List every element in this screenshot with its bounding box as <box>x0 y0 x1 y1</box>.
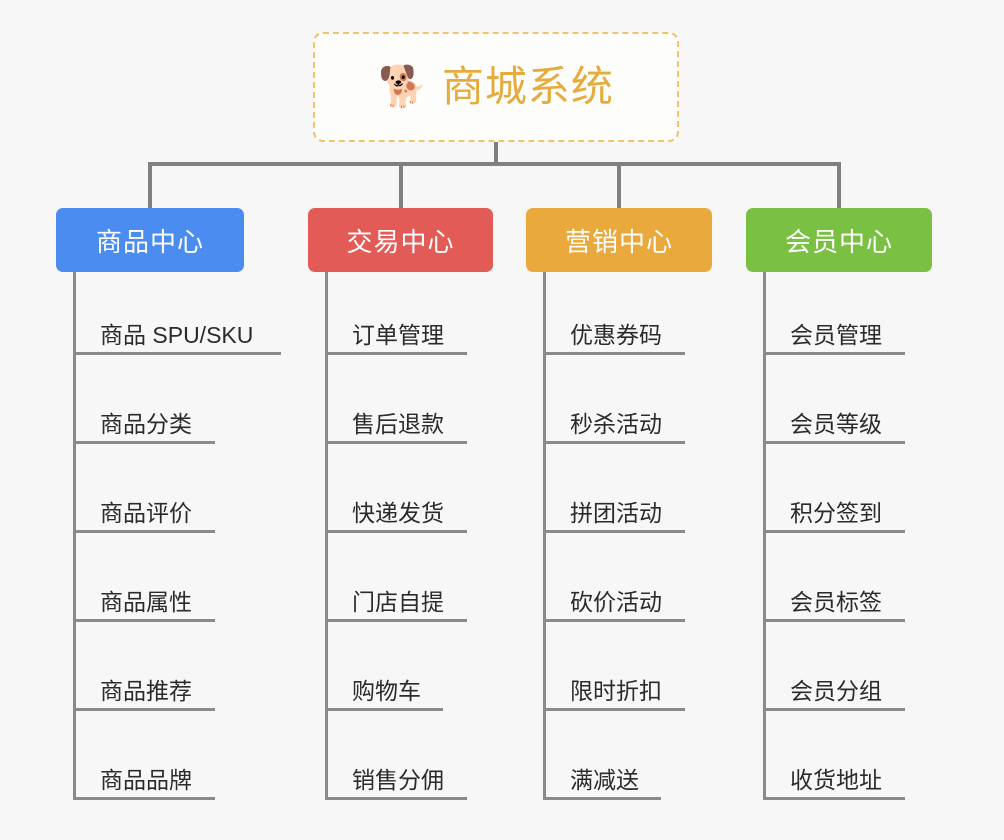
leaf-item[interactable]: 销售分佣 <box>325 711 467 800</box>
category-box-3[interactable]: 会员中心 <box>746 208 932 272</box>
root-node-shopping-mall-system[interactable]: 🐕 商城系统 <box>313 32 679 142</box>
leaf-item-label: 商品推荐 <box>100 677 192 704</box>
leaf-item-label: 快递发货 <box>352 499 444 526</box>
leaf-item-label: 收货地址 <box>790 766 882 793</box>
leaf-item[interactable]: 门店自提 <box>325 533 467 622</box>
leaf-item-label: 购物车 <box>352 677 421 704</box>
leaf-item-label: 会员管理 <box>790 321 882 348</box>
leaf-item[interactable]: 会员等级 <box>763 355 905 444</box>
column-trunk-2 <box>543 272 546 797</box>
connector-drop-3 <box>837 162 841 208</box>
leaf-item-label: 门店自提 <box>352 588 444 615</box>
leaf-item-label: 售后退款 <box>352 410 444 437</box>
leaf-item-label: 秒杀活动 <box>570 410 662 437</box>
leaf-item-label: 满减送 <box>570 766 639 793</box>
leaf-item[interactable]: 收货地址 <box>763 711 905 800</box>
leaf-item-label: 订单管理 <box>352 321 444 348</box>
category-title-0: 商品中心 <box>95 226 204 257</box>
leaf-item[interactable]: 积分签到 <box>763 444 905 533</box>
column-trunk-3 <box>763 272 766 797</box>
leaf-item-label: 商品属性 <box>100 588 192 615</box>
category-title-1: 交易中心 <box>346 226 455 257</box>
leaf-item[interactable]: 商品 SPU/SKU <box>73 266 281 355</box>
leaf-item[interactable]: 快递发货 <box>325 444 467 533</box>
leaf-item[interactable]: 会员管理 <box>763 266 905 355</box>
leaf-item[interactable]: 商品推荐 <box>73 622 215 711</box>
leaf-item[interactable]: 满减送 <box>543 711 661 800</box>
shiba-dog-face-icon: 🐕 <box>378 65 428 109</box>
column-trunk-1 <box>325 272 328 797</box>
root-node-title: 商城系统 <box>441 63 614 110</box>
leaf-item[interactable]: 限时折扣 <box>543 622 685 711</box>
connector-drop-1 <box>398 162 403 208</box>
category-box-0[interactable]: 商品中心 <box>56 208 244 272</box>
leaf-item-label: 拼团活动 <box>570 499 662 526</box>
leaf-item-label: 销售分佣 <box>352 766 444 793</box>
leaf-item[interactable]: 订单管理 <box>325 266 467 355</box>
leaf-item[interactable]: 售后退款 <box>325 355 467 444</box>
leaf-item[interactable]: 商品分类 <box>73 355 215 444</box>
leaf-item[interactable]: 秒杀活动 <box>543 355 685 444</box>
category-box-1[interactable]: 交易中心 <box>308 208 493 272</box>
category-title-3: 会员中心 <box>784 226 893 257</box>
leaf-item[interactable]: 会员分组 <box>763 622 905 711</box>
leaf-item[interactable]: 拼团活动 <box>543 444 685 533</box>
leaf-item[interactable]: 砍价活动 <box>543 533 685 622</box>
leaf-item-label: 商品品牌 <box>100 766 192 793</box>
column-trunk-0 <box>73 272 76 797</box>
leaf-item-label: 商品 SPU/SKU <box>100 321 254 348</box>
leaf-item[interactable]: 商品属性 <box>73 533 215 622</box>
category-title-2: 营销中心 <box>564 226 673 257</box>
connector-root-stem <box>494 142 498 166</box>
connector-horizontal-bus <box>149 162 839 166</box>
leaf-item-label: 商品分类 <box>100 410 192 437</box>
connector-drop-0 <box>148 162 152 208</box>
connector-drop-2 <box>617 162 621 208</box>
leaf-item[interactable]: 优惠券码 <box>543 266 685 355</box>
leaf-item-label: 积分签到 <box>790 499 882 526</box>
leaf-item-label: 商品评价 <box>100 499 192 526</box>
leaf-item-label: 会员标签 <box>790 588 882 615</box>
leaf-item-label: 优惠券码 <box>570 321 662 348</box>
leaf-item[interactable]: 商品品牌 <box>73 711 215 800</box>
leaf-item[interactable]: 购物车 <box>325 622 443 711</box>
leaf-item-label: 会员分组 <box>790 677 882 704</box>
leaf-item[interactable]: 商品评价 <box>73 444 215 533</box>
leaf-item[interactable]: 会员标签 <box>763 533 905 622</box>
category-box-2[interactable]: 营销中心 <box>526 208 712 272</box>
leaf-item-label: 限时折扣 <box>570 677 662 704</box>
leaf-item-label: 砍价活动 <box>570 588 662 615</box>
leaf-item-label: 会员等级 <box>790 410 882 437</box>
